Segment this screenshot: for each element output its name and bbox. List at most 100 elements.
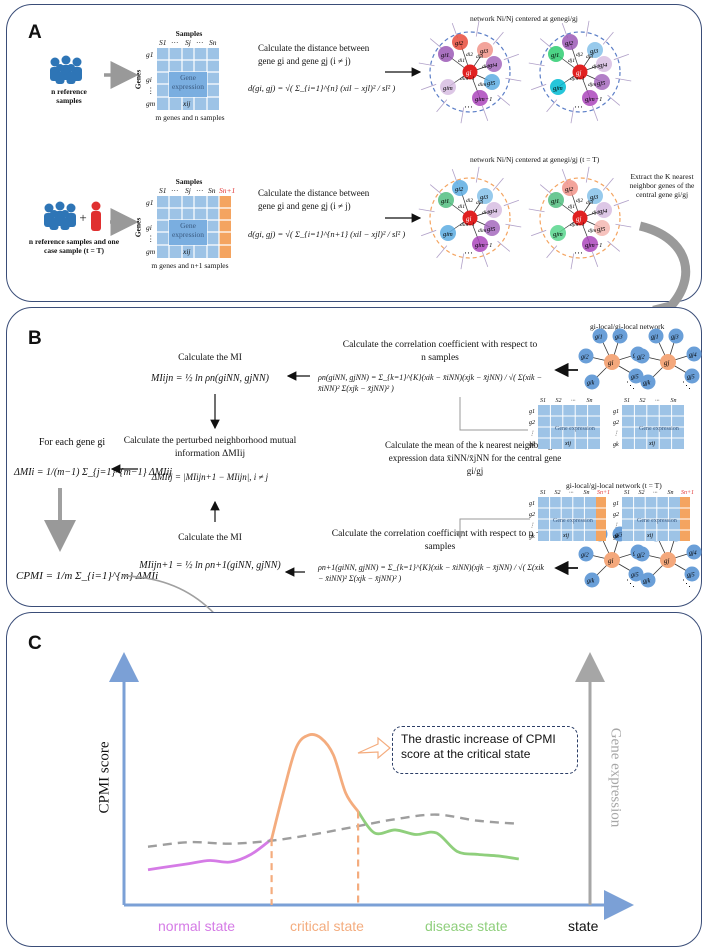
local-node [628, 368, 644, 384]
network-node [477, 42, 493, 58]
network-node-label: gim [443, 85, 453, 92]
reference-case-samples-label: n reference samples and one case sample … [28, 237, 120, 255]
distance-formula-1: d(gi, gj) = √( Σ_{i=1}^{n} (xil − xjl)² … [248, 83, 396, 93]
network-node-label: gj1 [551, 198, 559, 205]
network-center-node [572, 210, 588, 226]
reference-samples-label: n reference samples [51, 87, 87, 105]
matrix2-row-gm: gm [146, 247, 156, 256]
grid-col-label: Sn+1 [681, 490, 694, 496]
spoke [585, 166, 590, 183]
spoke [570, 107, 575, 124]
grid-x-label: xij [646, 533, 653, 539]
local-node [578, 348, 594, 364]
network-node [484, 74, 500, 90]
x-axis-label: state [568, 918, 599, 934]
spoke [539, 184, 553, 196]
local-node-label: gi3 [615, 533, 623, 539]
network-node-label: gj2 [565, 40, 574, 47]
local-center-node [604, 552, 620, 568]
grid-col-label: Sn+1 [597, 490, 610, 496]
local-node [684, 368, 700, 384]
network-node [484, 220, 500, 236]
matrix1-col-sj: Sj [185, 38, 191, 47]
matrix1-xij: xij [183, 99, 191, 108]
local-node [584, 572, 600, 588]
network-node-label: gj4 [599, 208, 608, 215]
grid-col-label: S1 [540, 490, 546, 496]
local-node [584, 374, 600, 390]
local-node-label: gi2 [581, 553, 589, 559]
local-node-label: gik [587, 579, 595, 585]
network-node [438, 192, 454, 208]
local-center-node [660, 552, 676, 568]
network-node [440, 225, 456, 241]
matrix2-col-sn1: Sn+1 [219, 186, 236, 195]
network-node-label: gj4 [599, 62, 608, 69]
matrix2-samples-label: Samples [175, 177, 203, 186]
distance-formula-2: d(gi, gj) = √( Σ_{i=1}^{n+1} (xil − xjl)… [248, 229, 406, 239]
matrix2-gene-expression: Gene expression [171, 221, 205, 239]
local-node-label: gj5 [687, 573, 695, 579]
grid-inner-label: Gene expression [555, 426, 595, 432]
network-node-label: gim−1 [475, 242, 492, 249]
local-node [640, 374, 656, 390]
network-node-label: gj1 [551, 52, 559, 59]
spoke [429, 38, 443, 50]
local-node-label: gi1 [595, 335, 603, 341]
spoke [615, 77, 632, 82]
local-node [684, 566, 700, 582]
spoke [460, 253, 465, 270]
grid-row-label: g2 [529, 512, 535, 518]
network-node-label: gi1 [441, 198, 449, 205]
spoke [475, 20, 480, 37]
network-ring [429, 31, 511, 113]
local-node-label: gjk [643, 579, 651, 585]
network-node-label: gj5 [597, 226, 606, 233]
local-node-label: gj1 [651, 335, 659, 341]
matrix2-caption: m genes and n+1 samples [151, 261, 229, 270]
matrix1-samples-label: Samples [175, 29, 203, 38]
mean-text: Calculate the mean of the k nearest neig… [385, 440, 565, 476]
grid-row-label: g1 [529, 501, 535, 507]
network-node [452, 180, 468, 196]
spoke [429, 184, 443, 196]
grid-inner-label: Gene expression [637, 518, 677, 524]
network-distance-label: dj4 [592, 209, 599, 216]
local-node [578, 546, 594, 562]
matrix1-col-dots2: ··· [196, 38, 204, 47]
local-center-label: gj [664, 359, 670, 367]
disease-state-label: disease state [425, 918, 508, 934]
local-ellipsis: ⋱ [682, 380, 691, 390]
local-center-node [660, 354, 676, 370]
spoke [436, 245, 448, 259]
network-node [596, 202, 612, 218]
grid-row-label: gk [529, 442, 535, 448]
matrix1-col-sn: Sn [209, 38, 217, 47]
network-node [562, 34, 578, 50]
local-node [634, 546, 650, 562]
matrix2-col-sn: Sn [208, 186, 216, 195]
mi-title: Calculate the MI [178, 353, 242, 363]
network-ellipsis: ··· [464, 102, 473, 112]
grid-col-label: Sn [584, 490, 590, 496]
grid-row-label: g1 [529, 409, 535, 415]
network-distance-label: dim [478, 228, 486, 234]
matrix2-col-dots2: ··· [196, 186, 204, 195]
local-node-label: gi5 [631, 573, 639, 579]
spoke [546, 245, 558, 259]
network-node-label: gj3 [590, 48, 599, 55]
network-ellipsis: ··· [574, 248, 583, 258]
corr-n-text: Calculate the correlation coefficient wi… [342, 340, 538, 363]
corr-n-formula: ρn(giNN, gjNN) = Σ_{k=1}^{K}(xik − x̄iNN… [318, 373, 542, 393]
network-distance-label: dj1 [568, 58, 575, 64]
local-node-label: gj4 [689, 352, 697, 359]
network-node [438, 46, 454, 62]
network-node [548, 46, 564, 62]
spoke [418, 62, 435, 67]
